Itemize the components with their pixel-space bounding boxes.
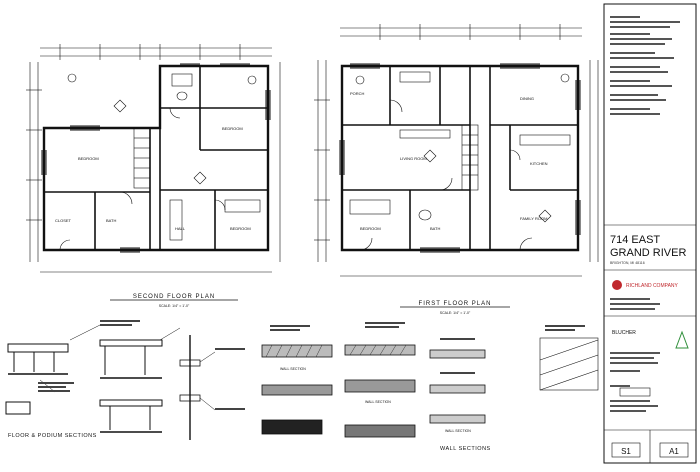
svg-text:BEDROOM: BEDROOM xyxy=(360,226,381,231)
wall-section-details xyxy=(261,322,599,438)
svg-text:CLOSET: CLOSET xyxy=(55,218,72,223)
second-floor-plan: BEDROOM BATH CLOSET BEDROOM HALL BEDROOM xyxy=(26,44,281,273)
second-floor-plan-title: SECOND FLOOR PLAN xyxy=(133,294,215,300)
sheet-number: A1 xyxy=(669,447,679,456)
project-name-line1: 714 EAST xyxy=(610,234,660,246)
second-floor-scale: SCALE: 1/4" = 1'-0" xyxy=(159,304,190,308)
title-block: 714 EAST GRAND RIVER BRIGHTON, MI 48116 … xyxy=(603,3,697,464)
first-floor-scale: SCALE: 1/4" = 1'-0" xyxy=(440,311,471,315)
first-floor-plan-title: FIRST FLOOR PLAN xyxy=(419,301,492,307)
svg-text:BATH: BATH xyxy=(106,218,116,223)
svg-text:KITCHEN: KITCHEN xyxy=(530,161,548,166)
owner-logo-text: RICHLAND COMPANY xyxy=(626,283,679,289)
svg-text:BEDROOM: BEDROOM xyxy=(222,126,243,131)
project-name-line2: GRAND RIVER xyxy=(610,247,686,259)
wall-section-label-1: WALL SECTION xyxy=(280,367,306,371)
first-floor-plan: PORCH LIVING ROOM DINING KITCHEN BEDROOM… xyxy=(314,24,599,277)
svg-text:LIVING ROOM: LIVING ROOM xyxy=(400,156,427,161)
svg-text:HALL: HALL xyxy=(175,226,186,231)
svg-text:BATH: BATH xyxy=(430,226,440,231)
svg-text:DINING: DINING xyxy=(520,96,534,101)
wall-sections-title: WALL SECTIONS xyxy=(440,446,491,452)
owner-logo-icon xyxy=(612,280,622,290)
project-city: BRIGHTON, MI 48116 xyxy=(610,261,645,265)
sheet-prefix: S1 xyxy=(621,447,631,456)
svg-text:FAMILY ROOM: FAMILY ROOM xyxy=(520,216,547,221)
wall-section-label-3: WALL SECTION xyxy=(445,429,471,433)
architect-logo-icon xyxy=(675,330,689,349)
svg-text:BEDROOM: BEDROOM xyxy=(230,226,251,231)
wall-section-label-2: WALL SECTION xyxy=(365,400,391,404)
architect-name: BLUCHER xyxy=(612,330,636,336)
floor-sections-title: FLOOR & PODIUM SECTIONS xyxy=(8,433,97,439)
svg-text:PORCH: PORCH xyxy=(350,91,365,96)
floor-section-details xyxy=(5,320,245,440)
svg-text:BEDROOM: BEDROOM xyxy=(78,156,99,161)
